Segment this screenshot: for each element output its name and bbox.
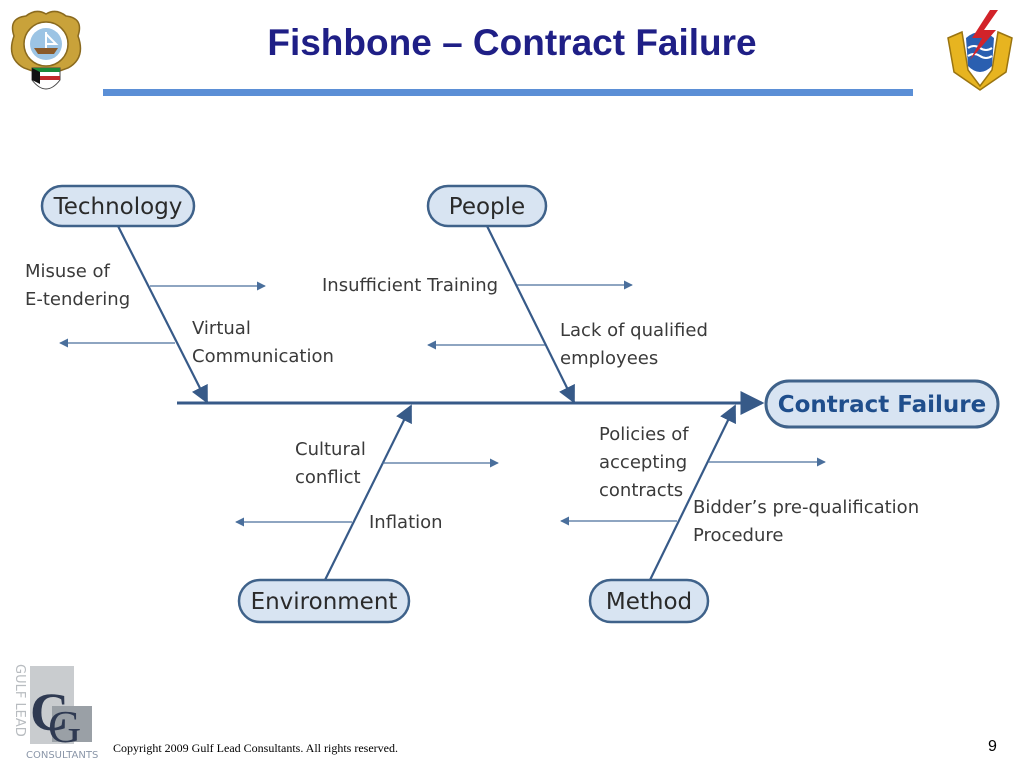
svg-text:G: G: [48, 701, 81, 752]
svg-text:C: C: [30, 682, 69, 742]
category-method: Method: [588, 578, 710, 624]
cause-policies-accepting-contracts: Policies of accepting contracts: [599, 424, 694, 501]
category-technology: Technology: [40, 184, 196, 228]
category-people-label: People: [449, 194, 525, 220]
cause-virtual-communication: Virtual Communication: [192, 318, 334, 367]
copyright-notice: Copyright 2009 Gulf Lead Consultants. Al…: [113, 741, 398, 755]
bone-environment: [324, 404, 412, 581]
category-environment: Environment: [237, 578, 411, 624]
slide-title: Fishbone – Contract Failure: [267, 22, 757, 63]
fishbone-head-label: Contract Failure: [778, 392, 987, 418]
fishbone-diagram: Technology People Environment Method Con…: [25, 184, 1000, 624]
category-people: People: [426, 184, 548, 228]
cause-misuse-e-tendering: Misuse of E-tendering: [25, 261, 130, 310]
cause-insufficient-training: Insufficient Training: [322, 275, 498, 296]
fishbone-head: Contract Failure: [764, 379, 1000, 429]
cause-cultural-conflict: Cultural conflict: [295, 439, 372, 488]
gulf-lead-consultants-logo: GULF LEAD C G CONSULTANTS: [12, 664, 98, 761]
cause-inflation: Inflation: [369, 512, 443, 533]
bone-technology: [117, 225, 208, 404]
category-method-label: Method: [606, 589, 692, 615]
ministry-emblem-logo: [947, 10, 1013, 91]
title-underline: [103, 89, 913, 96]
kuwait-emblem-logo: [10, 10, 82, 90]
logo-brand-bottom: CONSULTANTS: [26, 750, 98, 761]
cause-bidder-prequalification: Bidder’s pre-qualification Procedure: [693, 497, 925, 546]
category-environment-label: Environment: [251, 589, 398, 615]
page-number: 9: [988, 738, 997, 755]
bone-people: [486, 225, 575, 404]
logo-brand-vertical: GULF LEAD: [12, 664, 27, 737]
bone-method: [649, 404, 736, 581]
cause-lack-qualified-employees: Lack of qualified employees: [560, 320, 714, 369]
category-technology-label: Technology: [53, 194, 183, 220]
